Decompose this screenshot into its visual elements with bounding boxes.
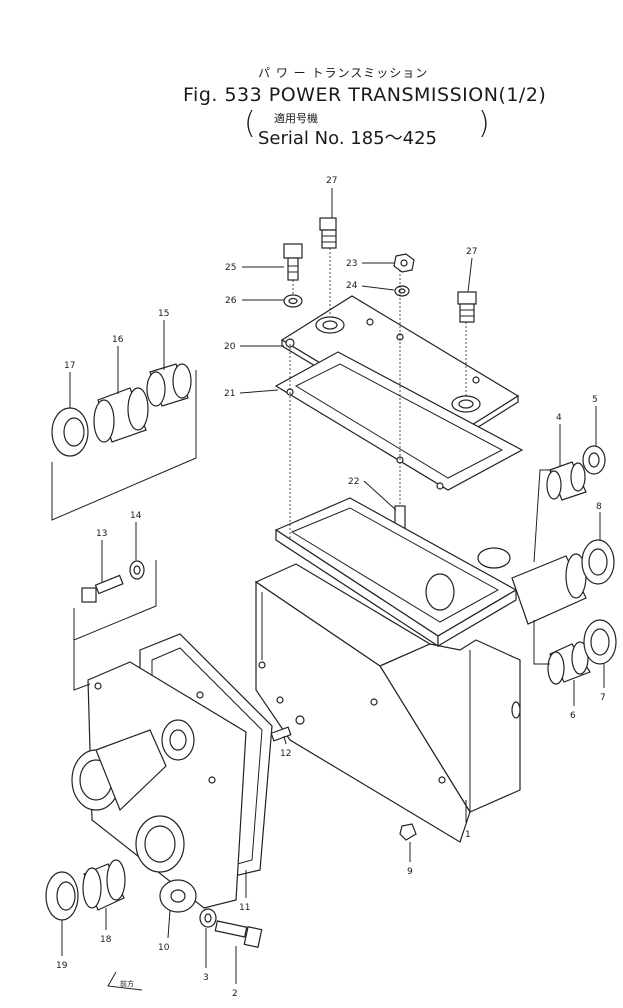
- callout-27-right: 27: [466, 247, 477, 257]
- callout-16: 16: [112, 335, 124, 345]
- callout-11: 11: [239, 903, 250, 913]
- paren-left: (: [244, 106, 256, 141]
- serial-range: Serial No. 185～425: [258, 128, 437, 149]
- plug-27-left: [319, 217, 337, 249]
- seal-7: [583, 619, 617, 665]
- bolt-13: [81, 574, 124, 603]
- bushing-16: [93, 387, 149, 443]
- bushing-6: [547, 641, 591, 685]
- callout-19: 19: [56, 961, 68, 971]
- callout-13: 13: [96, 529, 107, 539]
- callout-3: 3: [203, 973, 209, 983]
- callout-18: 18: [100, 935, 112, 945]
- callout-10: 10: [158, 943, 170, 953]
- callout-8: 8: [596, 502, 602, 512]
- serial-label-jp: 適用号機: [274, 112, 318, 125]
- front-cover-10: [71, 661, 247, 913]
- callout-1: 1: [465, 830, 471, 840]
- callout-26: 26: [225, 296, 237, 306]
- shaft-sleeve: [511, 553, 587, 625]
- callout-21: 21: [224, 389, 235, 399]
- callout-5: 5: [592, 395, 598, 405]
- callout-15: 15: [158, 309, 169, 319]
- pin-12: [270, 726, 292, 742]
- washer-26: [283, 294, 303, 308]
- bolt-2: [214, 920, 263, 948]
- callout-23: 23: [346, 259, 357, 269]
- callout-6: 6: [570, 711, 576, 721]
- gasket-21: [274, 351, 524, 491]
- washer-3: [199, 908, 217, 928]
- seal-17: [51, 407, 89, 457]
- callout-7: 7: [600, 693, 606, 703]
- bushing-15: [146, 363, 192, 407]
- nut-23: [393, 253, 415, 273]
- callouts: 1 2 3 4 5 6 7 8 9 10 11 12 13 1: [56, 176, 606, 999]
- callout-2: 2: [232, 989, 238, 999]
- front-mark-label: 前方: [120, 979, 134, 988]
- seal-19: [45, 871, 79, 921]
- plug-27-right: [457, 291, 477, 323]
- bushing-4: [546, 461, 587, 501]
- plug-9: [399, 823, 417, 841]
- bushing-18: [82, 859, 126, 911]
- callout-14: 14: [130, 511, 142, 521]
- washer-14: [129, 560, 145, 580]
- figure-title: Fig. 533 POWER TRANSMISSION(1/2): [183, 84, 547, 106]
- paren-right: ): [478, 106, 490, 141]
- washer-24: [394, 285, 410, 297]
- title-kana: パ ワ ー トランスミッション: [258, 66, 429, 80]
- seal-8: [581, 539, 615, 585]
- callout-12: 12: [280, 749, 291, 759]
- ring-5: [582, 445, 606, 475]
- callout-24: 24: [346, 281, 358, 291]
- callout-9: 9: [407, 867, 413, 877]
- callout-17: 17: [64, 361, 75, 371]
- callout-22: 22: [348, 477, 359, 487]
- housing-1: [254, 497, 521, 843]
- callout-27-left: 27: [326, 176, 337, 186]
- callout-20: 20: [224, 342, 236, 352]
- callout-25: 25: [225, 263, 236, 273]
- bolt-25: [283, 243, 303, 281]
- front-direction-marker: 前方: [107, 971, 143, 991]
- callout-4: 4: [556, 413, 562, 423]
